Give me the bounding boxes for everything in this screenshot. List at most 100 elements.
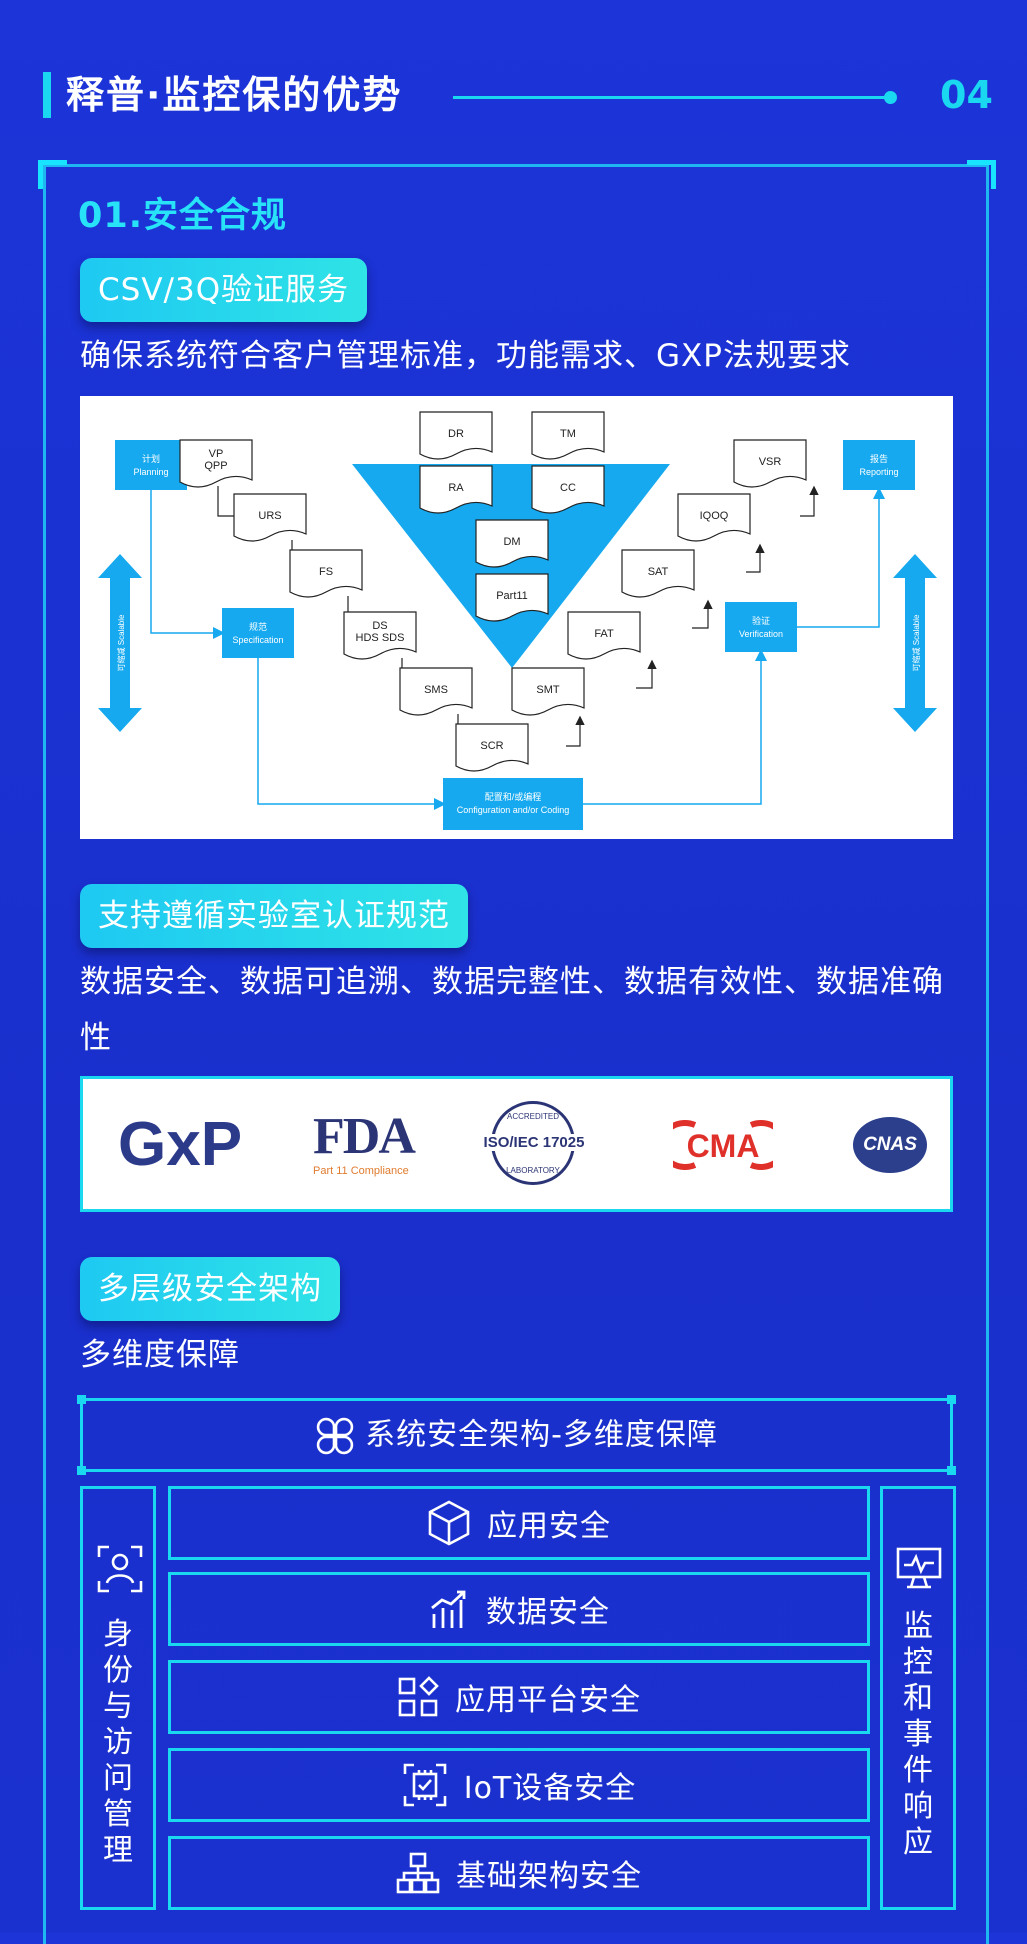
- v-model-document-label: RA: [448, 482, 464, 494]
- security-architecture-desc: 多维度保障: [80, 1337, 240, 1373]
- layer-label: 应用安全: [487, 1509, 611, 1544]
- v-model-document: FS: [289, 549, 363, 598]
- header-accent-bar: [43, 72, 51, 118]
- layer-label: 基础架构安全: [456, 1859, 642, 1894]
- v-model-document: TM: [531, 411, 605, 460]
- v-model-document-label: HDS SDS: [356, 632, 405, 644]
- v-model-document-label: SMT: [536, 684, 560, 696]
- v-model-document: RA: [419, 465, 493, 514]
- specification-en: Specification: [232, 635, 283, 645]
- identity-access-label: 身份与访问管理: [103, 1617, 133, 1868]
- planning-cn: 计划: [142, 453, 160, 464]
- coding-cn: 配置和/或编程: [485, 791, 542, 802]
- chip-icon: [403, 1763, 447, 1807]
- verification-cn: 验证: [752, 615, 770, 626]
- v-model-document-label: VSR: [759, 456, 782, 468]
- gxp-logo: GxP: [118, 1110, 243, 1179]
- scalable-arrow-right: 可缩减 Scalable: [893, 554, 937, 732]
- layer-iot-security: IoT设备安全: [168, 1748, 870, 1822]
- bar-chart-icon: [431, 1590, 466, 1628]
- reporting-cn: 报告: [870, 453, 888, 464]
- fda-logo-subtitle: Part 11 Compliance: [313, 1165, 409, 1177]
- verification-en: Verification: [739, 629, 783, 639]
- layer-infrastructure-security: 基础架构安全: [168, 1836, 870, 1910]
- planning-box: 计划 Planning: [115, 440, 187, 490]
- iso-logo-top: ACCREDITED: [506, 1112, 559, 1121]
- v-model-document-label: SCR: [480, 740, 503, 752]
- lab-certification-desc: 数据安全、数据可追溯、数据完整性、数据有效性、数据准确性: [80, 964, 944, 1056]
- v-model-document: VSR: [733, 439, 807, 488]
- iso-logo-main: ISO/IEC 17025: [482, 1134, 586, 1151]
- coding-en: Configuration and/or Coding: [457, 805, 570, 815]
- frame-corner-top-right: [967, 160, 996, 189]
- v-model-document-label: FS: [319, 566, 333, 578]
- v-model-document: IQOQ: [677, 493, 751, 542]
- v-triangle: [352, 464, 670, 668]
- monitor-icon: [896, 1547, 942, 1589]
- monitoring-response-label: 监控和事件响应: [903, 1609, 933, 1860]
- scalable-label-left: 可缩减 Scalable: [116, 614, 126, 671]
- v-model-document-label: DM: [503, 536, 520, 548]
- v-model-document-label: SMS: [424, 684, 448, 696]
- planning-en: Planning: [133, 467, 168, 477]
- v-model-document-label: URS: [258, 510, 281, 522]
- clover-icon: [316, 1417, 354, 1454]
- v-model-document-label: SAT: [648, 566, 669, 578]
- v-model-diagram: 可缩减 Scalable 可缩减 Scalable 计划 Planning 报告…: [80, 396, 953, 839]
- fda-logo-text: FDA: [313, 1108, 416, 1165]
- v-model-document: URS: [233, 493, 307, 542]
- cma-logo: CMA: [673, 1120, 773, 1170]
- architecture-title: 系统安全架构-多维度保障: [365, 1417, 718, 1453]
- v-model-document-label: IQOQ: [700, 510, 729, 522]
- lab-certification-pill: 支持遵循实验室认证规范: [80, 884, 468, 948]
- v-model-document: CC: [531, 465, 605, 514]
- arch-corner-dot: [947, 1466, 956, 1475]
- fda-logo: FDA Part 11 Compliance: [313, 1108, 423, 1178]
- specification-box: 规范 Specification: [222, 608, 294, 658]
- identity-access-column: 身份与访问管理: [80, 1486, 156, 1910]
- scalable-label-right: 可缩减 Scalable: [911, 614, 921, 671]
- v-model-document: DM: [475, 519, 549, 568]
- verification-box: 验证 Verification: [725, 602, 797, 652]
- section-title: 01.安全合规: [78, 196, 288, 236]
- v-model-document-label: DS: [372, 620, 387, 632]
- header-divider-line: [453, 96, 890, 99]
- v-model-document-label: VP: [209, 448, 224, 460]
- v-model-document: Part11: [475, 573, 549, 622]
- csv-validation-pill: CSV/3Q验证服务: [80, 258, 368, 322]
- security-architecture-pill: 多层级安全架构: [80, 1257, 340, 1321]
- v-model-document-label: QPP: [204, 460, 227, 472]
- scalable-arrow-left: 可缩减 Scalable: [98, 554, 142, 732]
- layer-label: 数据安全: [486, 1595, 610, 1630]
- v-model-document: SAT: [621, 549, 695, 598]
- cma-logo-text: CMA: [687, 1128, 760, 1164]
- reporting-en: Reporting: [859, 467, 898, 477]
- v-model-document-label: Part11: [496, 590, 528, 602]
- layer-application-security: 应用安全: [168, 1486, 870, 1560]
- v-model-document-label: DR: [448, 428, 464, 440]
- specification-cn: 规范: [249, 621, 267, 632]
- layer-label: IoT设备安全: [463, 1771, 637, 1806]
- monitoring-response-column: 监控和事件响应: [880, 1486, 956, 1910]
- v-model-document: SMT: [511, 667, 585, 716]
- network-icon: [396, 1852, 440, 1894]
- layer-data-security: 数据安全: [168, 1572, 870, 1646]
- user-frame-icon: [97, 1545, 143, 1593]
- iso-logo-bottom: LABORATORY: [506, 1166, 560, 1175]
- arch-corner-dot: [77, 1466, 86, 1475]
- v-model-document: DR: [419, 411, 493, 460]
- content-frame: [43, 164, 989, 1944]
- v-model-document-label: TM: [560, 428, 576, 440]
- v-model-document: SCR: [455, 723, 529, 772]
- grid-diamond-icon: [398, 1676, 439, 1717]
- certification-logos: GxP FDA Part 11 Compliance ACCREDITED IS…: [80, 1076, 953, 1212]
- arch-corner-dot: [77, 1395, 86, 1404]
- arch-corner-dot: [947, 1395, 956, 1404]
- page-number: 04: [940, 73, 993, 117]
- v-model-document: SMS: [399, 667, 473, 716]
- frame-corner-top-left: [38, 160, 67, 189]
- coding-box: 配置和/或编程 Configuration and/or Coding: [443, 778, 583, 830]
- page-title: 释普·监控保的优势: [66, 73, 403, 117]
